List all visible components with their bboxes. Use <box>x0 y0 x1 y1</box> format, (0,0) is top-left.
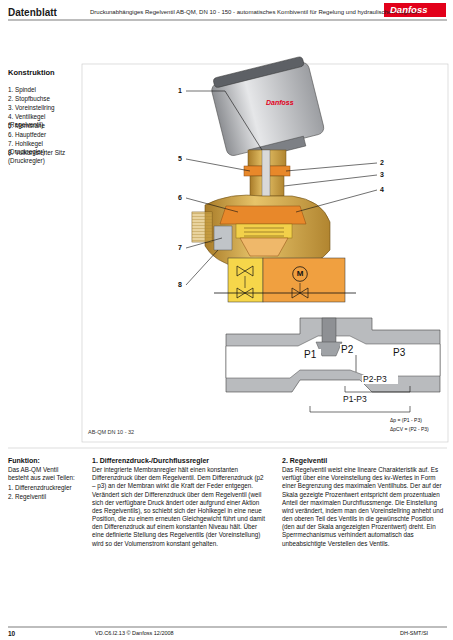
leader-lines <box>186 91 377 285</box>
drawing-stroke <box>237 288 253 298</box>
drawing-stroke <box>214 226 232 250</box>
formula: ΔpCV = (P2 - P3) <box>390 426 429 433</box>
drawing-stroke <box>220 206 306 224</box>
drawing-stroke <box>214 293 356 294</box>
callout-number: 1 <box>178 86 186 95</box>
footer-rule <box>8 627 447 628</box>
callout-number: 6 <box>178 193 186 202</box>
body-text: Das Regelventil weist eine lineare Chara… <box>282 466 447 548</box>
drawing-stroke <box>186 91 262 150</box>
drawing-stroke <box>186 159 250 171</box>
pressure-difference: P1-P3 <box>342 395 378 404</box>
valve-schematic <box>214 258 356 302</box>
formula: Δp = (P1 - P3) <box>390 417 422 424</box>
page-number: 10 <box>8 630 28 638</box>
column-heading: 2. Regelventil <box>282 456 447 465</box>
drawing-stroke <box>244 228 284 236</box>
drawing-stroke <box>186 238 222 248</box>
pressure-brackets <box>310 386 410 412</box>
drawing-stroke <box>228 258 263 302</box>
drawing-stroke <box>236 224 292 238</box>
drawing-stroke <box>310 406 410 412</box>
parts-list-item: 3. Voreinstellring <box>8 104 80 112</box>
drawing-stroke <box>322 318 336 344</box>
drawing-stroke <box>226 318 440 392</box>
drawing-stroke <box>244 236 284 237</box>
drawing-stroke <box>226 336 440 378</box>
body-text: 2. Regelventil <box>8 493 80 501</box>
callout-number: 4 <box>380 185 388 194</box>
valve-cross-section <box>226 318 440 392</box>
actuator-logo: Danfoss <box>266 98 306 107</box>
valve-illustration <box>192 55 330 268</box>
column-heading: 1. Differenzdruck-/Durchflussregler <box>92 456 268 465</box>
drawing-stroke <box>296 190 377 212</box>
drawing-stroke <box>186 198 238 212</box>
drawing-stroke <box>384 3 446 17</box>
drawing-stroke <box>240 238 288 256</box>
column-heading: Funktion: <box>8 456 80 465</box>
drawing-stroke <box>245 276 246 288</box>
figure-caption: AB-QM DN 10 - 32 <box>88 429 134 436</box>
pressure-label: P2 <box>340 344 358 355</box>
drawing-stroke <box>284 175 377 186</box>
callout-number: 7 <box>178 243 186 252</box>
callout-number: 8 <box>178 280 186 289</box>
body-text: Der integrierte Membranregler hält einen… <box>92 466 268 548</box>
parts-list-item: 8. Vulkanisierter Sitz (Druckregler) <box>8 149 70 165</box>
callout-number: 2 <box>380 158 388 167</box>
drawing-stroke <box>286 163 377 171</box>
drawing-stroke <box>262 150 270 200</box>
pressure-label: P1 <box>303 349 321 360</box>
pressure-label: P3 <box>392 347 410 358</box>
drawing-stroke <box>237 266 253 276</box>
motor-circle: M <box>292 266 308 282</box>
drawing-stroke <box>244 228 284 229</box>
drawing-stroke <box>192 212 212 242</box>
drawing-stroke <box>300 283 301 293</box>
parts-list-item: 2. Stopfbuchse <box>8 95 80 103</box>
drawing-stroke <box>8 20 447 21</box>
page-title: Datenblatt <box>8 6 57 19</box>
drawing-stroke <box>213 56 305 88</box>
callout-number: 5 <box>178 154 186 163</box>
drawing-stroke <box>186 250 218 285</box>
drawing-stroke <box>205 195 330 268</box>
callout-number: 3 <box>380 170 388 179</box>
header <box>8 3 447 20</box>
separator <box>8 448 447 449</box>
footer-code: DH-SMT/SI <box>400 630 428 637</box>
logo-text: Danfoss <box>390 4 442 16</box>
section-heading: Konstruktion <box>8 68 78 78</box>
drawing-stroke <box>244 232 284 233</box>
motor-symbol-text: M <box>292 266 308 282</box>
header-subtitle: Druckunabhängiges Regelventil AB-QM, DN … <box>90 9 419 17</box>
parts-list-item: 1. Spindel <box>8 86 80 94</box>
motor-circle-shape <box>293 267 308 282</box>
body-text: Das AB-QM Ventil besteht aus zwei Teilen… <box>8 466 80 482</box>
drawing-stroke <box>209 55 327 165</box>
pressure-difference: P2-P3 <box>362 375 398 384</box>
parts-list-item: 6. Hauptfeder <box>8 131 80 139</box>
drawing-stroke <box>263 258 345 302</box>
parts-list-item: 5. Membrane <box>8 122 80 130</box>
body-text: 1. Differenzdruckregler <box>8 484 80 492</box>
drawing-stroke <box>192 212 212 242</box>
footer-code: VD.C6.I2.13 © Danfoss 12/2008 <box>95 630 174 637</box>
drawing-stroke <box>345 386 410 392</box>
